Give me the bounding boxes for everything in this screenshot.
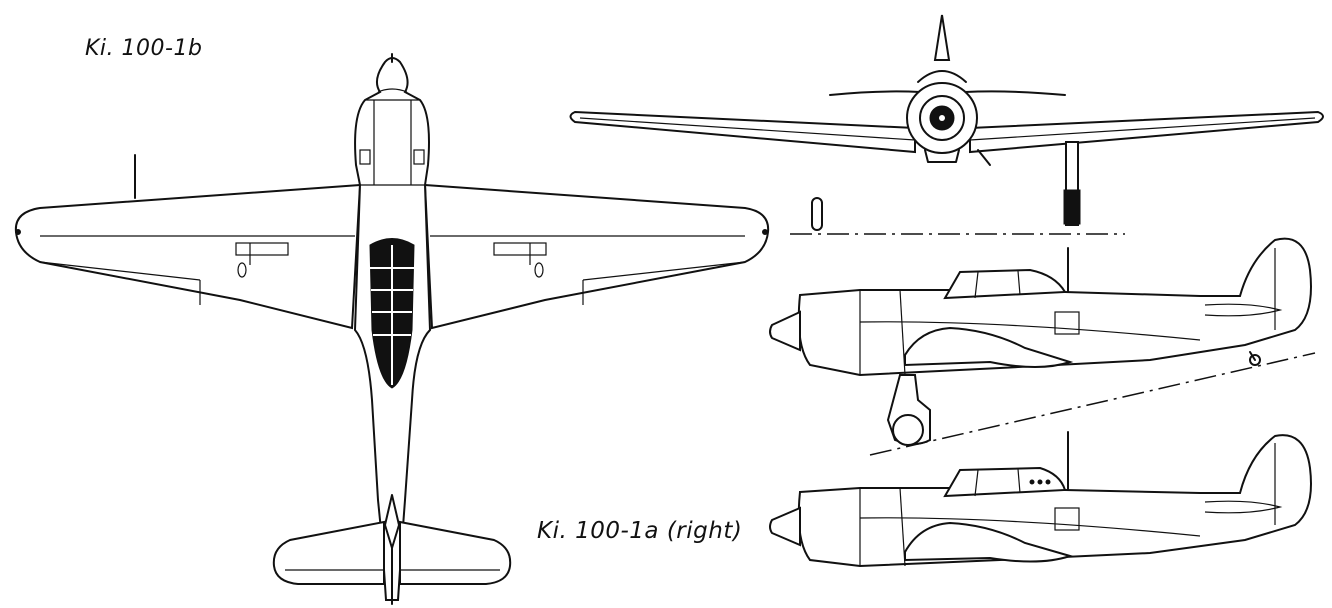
side-fuselage-1b	[797, 237, 1312, 377]
front-view	[569, 14, 1324, 235]
front-wing-left	[569, 110, 916, 154]
side-view-ki100-1a	[769, 431, 1312, 568]
left-wing	[14, 183, 362, 330]
variant-label-ki100-1b: Ki. 100-1b	[85, 36, 203, 61]
side-fuselage-1a	[797, 434, 1312, 568]
right-wing	[423, 183, 770, 330]
horizontal-stabilizer	[272, 520, 385, 585]
variant-label-ki100-1a: Ki. 100-1a (right)	[537, 518, 743, 544]
side-canopy-1b	[943, 268, 1067, 300]
front-wing-right	[969, 110, 1324, 154]
side-canopy-1a	[943, 466, 1067, 498]
side-view-ki100-1b	[769, 237, 1316, 456]
plan-view	[14, 53, 770, 605]
